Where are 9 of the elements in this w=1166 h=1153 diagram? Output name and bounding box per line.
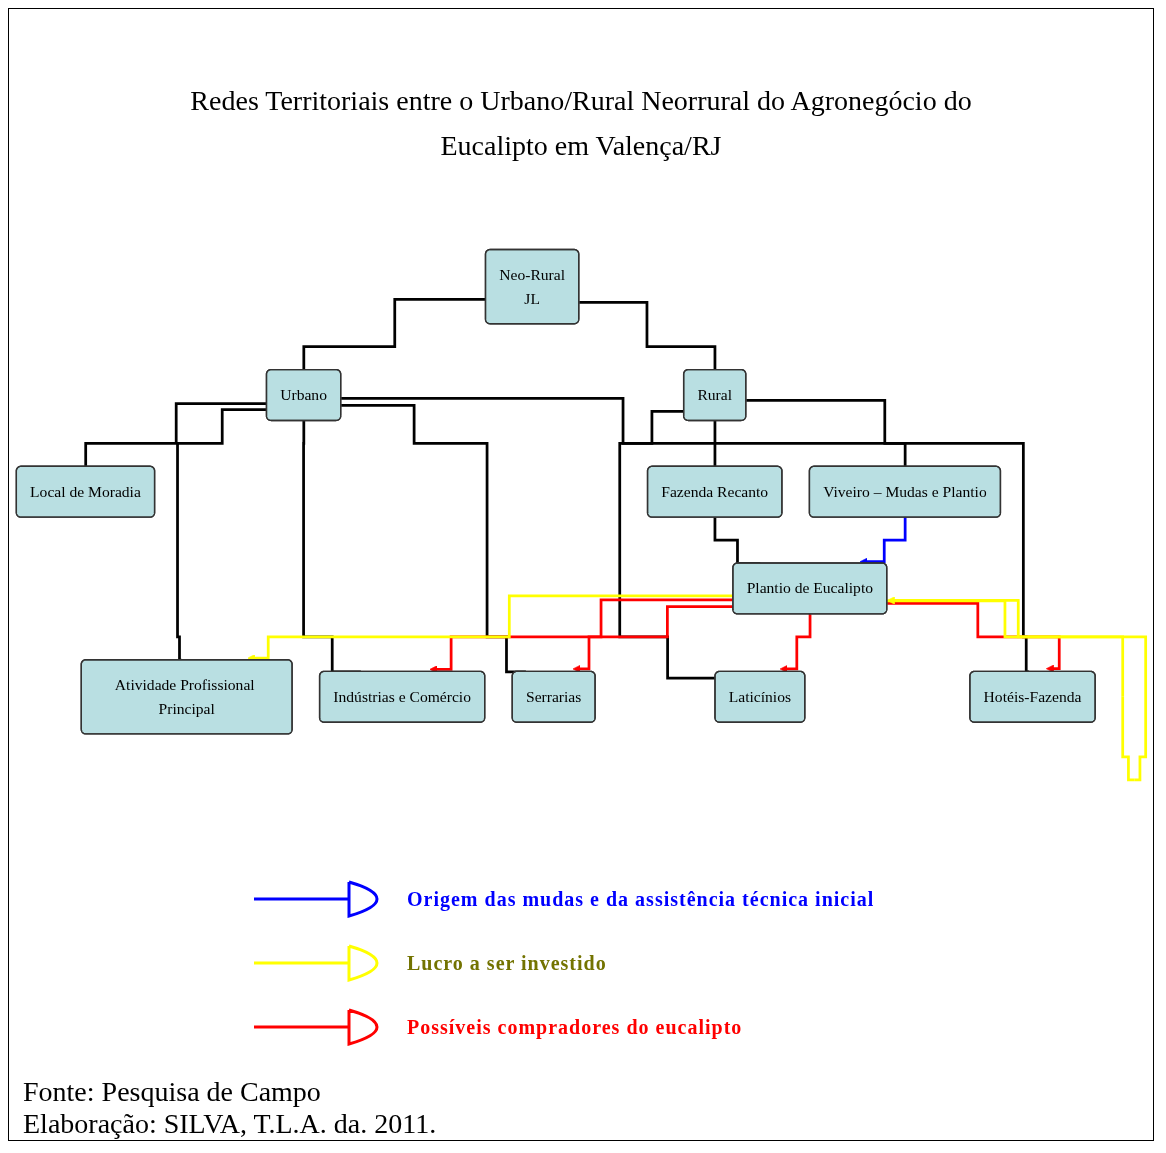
legend-text: Origem das mudas e da assistência técnica inicial	[407, 887, 875, 911]
source-note: Fonte: Pesquisa de Campo	[23, 1076, 322, 1108]
legend-text: Lucro a ser investido	[407, 951, 607, 975]
connector	[618, 409, 716, 679]
legend-text: Possíveis compradores do eucalipto	[407, 1015, 743, 1039]
source-note: Elaboração: SILVA, T.L.A. da. 2011.	[23, 1108, 438, 1140]
connector	[579, 300, 717, 371]
title: Redes Territoriais entre o Urbano/Rural Neorrural do Agronegócio do Eucalipto em Valença/RJ	[189, 84, 973, 163]
connector	[302, 297, 486, 371]
